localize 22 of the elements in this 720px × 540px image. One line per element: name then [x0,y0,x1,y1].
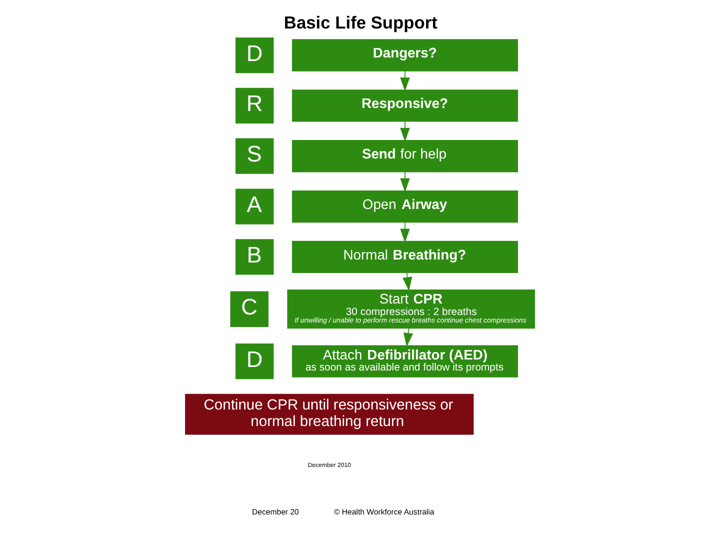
node-box: Responsive? [292,90,518,122]
node-box: Continue CPR until responsiveness or normal breathing return [185,394,474,435]
node-box: D [235,37,274,74]
arrow [400,121,410,142]
arrow [403,328,414,347]
label: December 20 [252,507,299,516]
arrow [400,171,410,192]
node-box: A [235,188,274,224]
node-box: Normal Breathing? [292,240,518,274]
diagram-title: Basic Life Support [284,12,438,32]
node-box: Send for help [292,140,518,172]
node-box: R [235,88,274,124]
node-box: C [230,291,268,327]
node-box: S [235,138,274,174]
node-box: Dangers? [292,39,518,72]
arrow [400,222,410,243]
node-box: B [235,239,274,275]
label: © Health Workforce Australia [334,507,434,516]
node-box: D [235,343,274,380]
node-box: Open Airway [292,190,518,223]
arrow [400,70,410,92]
node-box: Attach Defibrillator (AED) as soon as available and follow its prompts [292,345,518,378]
